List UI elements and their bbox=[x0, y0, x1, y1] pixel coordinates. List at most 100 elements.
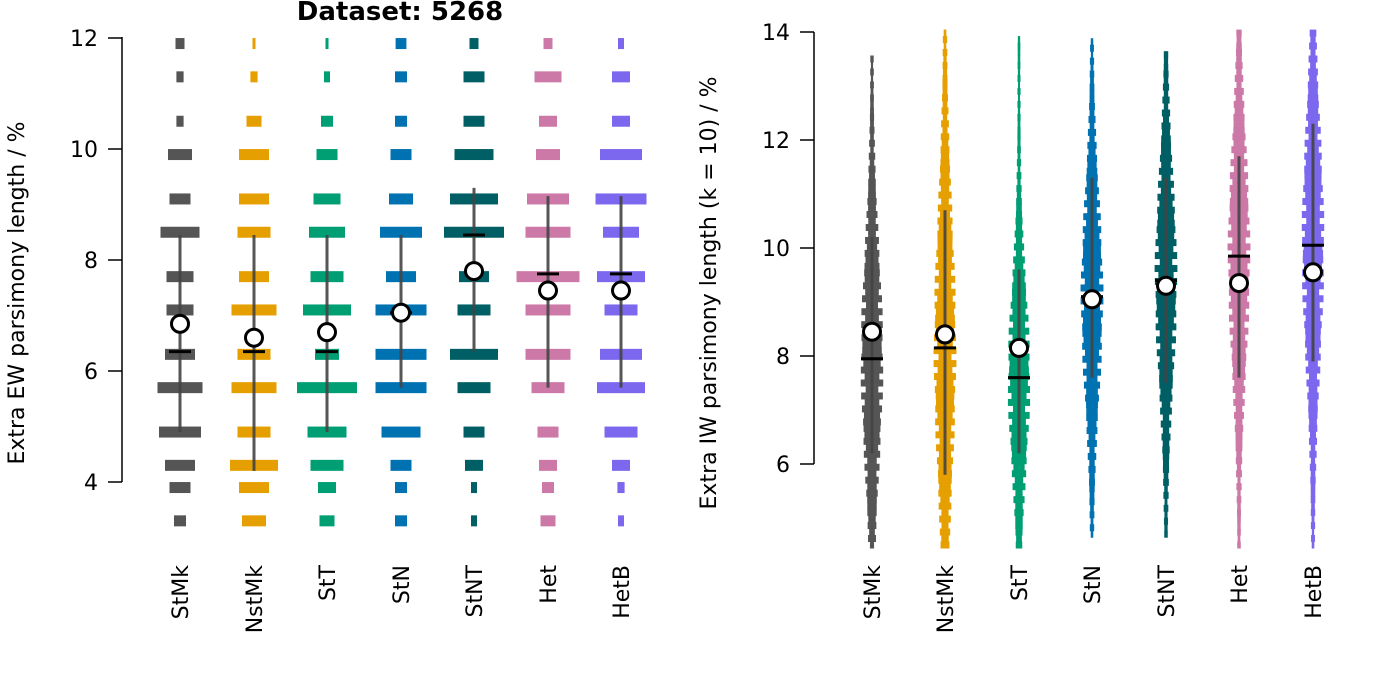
right-mean-point bbox=[1156, 275, 1176, 296]
right-y-tick-label: 6 bbox=[776, 453, 790, 478]
left-density-bar bbox=[175, 38, 185, 50]
chart-title: Dataset: 5268 bbox=[297, 0, 503, 27]
left-density-bar bbox=[174, 515, 186, 527]
left-x-tick-label: NstMk bbox=[243, 565, 268, 634]
left-density-bar bbox=[168, 149, 192, 161]
left-density-bar bbox=[600, 149, 642, 161]
left-density-bar bbox=[471, 482, 477, 494]
left-density-bar bbox=[539, 459, 557, 471]
right-y-tick-label: 12 bbox=[762, 129, 790, 154]
left-density-bar bbox=[237, 226, 271, 238]
left-density-bar bbox=[239, 149, 269, 161]
left-x-tick-label: StN bbox=[390, 565, 415, 604]
right-y-tick-label: 8 bbox=[776, 345, 790, 370]
right-density-bar bbox=[1017, 36, 1021, 44]
left-density-bar bbox=[534, 71, 562, 83]
left-x-tick-label: Het bbox=[537, 565, 562, 604]
left-x-tick-label: StMk bbox=[169, 565, 194, 620]
left-density-bar bbox=[536, 149, 560, 161]
left-density-bar bbox=[471, 515, 477, 527]
left-y-tick-label: 6 bbox=[84, 360, 98, 385]
right-x-tick-label: NstMk bbox=[934, 565, 959, 634]
left-density-bar bbox=[325, 38, 329, 50]
right-x-tick-label: HetB bbox=[1302, 565, 1327, 619]
right-x-tick-label: Het bbox=[1228, 565, 1253, 604]
left-density-bar bbox=[618, 38, 624, 50]
left-density-bar bbox=[618, 515, 624, 527]
left-density-bar bbox=[612, 459, 630, 471]
left-density-bar bbox=[239, 482, 269, 494]
right-mean-point bbox=[1009, 337, 1029, 358]
right-mean-point bbox=[1303, 262, 1323, 283]
left-density-bar bbox=[316, 149, 338, 161]
left-density-bar bbox=[542, 482, 554, 494]
left-density-bar bbox=[390, 459, 412, 471]
right-x-tick-label: StNT bbox=[1155, 564, 1180, 617]
left-mean-point bbox=[170, 313, 190, 334]
left-density-bar bbox=[395, 38, 407, 50]
left-density-bar bbox=[250, 71, 258, 83]
left-density-bar bbox=[612, 115, 630, 127]
right-y-axis-label: Extra IW parsimony length (k = 10) / % bbox=[697, 77, 722, 510]
right-mean-point bbox=[1229, 273, 1249, 294]
left-density-bar bbox=[324, 71, 330, 83]
left-density-bar bbox=[395, 71, 407, 83]
left-density-bar bbox=[463, 115, 485, 127]
right-density-bar bbox=[1090, 38, 1094, 46]
left-density-bar bbox=[395, 115, 407, 127]
left-density-bar bbox=[539, 115, 557, 127]
left-density-bar bbox=[463, 426, 485, 438]
left-density-bar bbox=[543, 38, 553, 50]
left-mean-point bbox=[538, 280, 558, 301]
left-density-bar bbox=[176, 71, 184, 83]
left-y-tick-label: 8 bbox=[84, 249, 98, 274]
left-y-tick-label: 10 bbox=[70, 138, 98, 163]
left-density-bar bbox=[309, 226, 345, 238]
left-density-bar bbox=[537, 426, 559, 438]
left-y-axis-label: Extra EW parsimony length / % bbox=[5, 121, 30, 464]
right-mean-point bbox=[1082, 289, 1102, 310]
left-density-bar bbox=[252, 38, 256, 50]
left-density-bar bbox=[540, 515, 556, 527]
left-mean-point bbox=[317, 322, 337, 343]
left-density-bar bbox=[454, 149, 494, 161]
left-x-tick-label: StNT bbox=[463, 564, 488, 617]
left-density-bar bbox=[310, 459, 344, 471]
left-density-bar bbox=[457, 382, 491, 394]
left-mean-point bbox=[391, 302, 411, 323]
left-density-bar bbox=[239, 193, 269, 205]
left-density-bar bbox=[242, 515, 266, 527]
right-y-tick-label: 14 bbox=[762, 21, 790, 46]
left-density-bar bbox=[450, 348, 498, 360]
left-y-tick-label: 12 bbox=[70, 27, 98, 52]
left-density-bar bbox=[169, 193, 191, 205]
left-density-bar bbox=[313, 193, 341, 205]
left-x-tick-label: HetB bbox=[610, 565, 635, 619]
left-density-bar bbox=[321, 115, 333, 127]
left-density-bar bbox=[246, 115, 262, 127]
left-density-bar bbox=[463, 71, 485, 83]
right-mean-point bbox=[935, 324, 955, 345]
left-density-bar bbox=[604, 426, 638, 438]
right-x-tick-label: StN bbox=[1081, 565, 1106, 604]
left-x-tick-label: StT bbox=[316, 564, 341, 601]
left-density-bar bbox=[612, 71, 630, 83]
right-x-tick-label: StMk bbox=[861, 565, 886, 620]
left-mean-point bbox=[244, 327, 264, 348]
left-density-bar bbox=[389, 193, 413, 205]
left-density-bar bbox=[617, 482, 625, 494]
left-density-bar bbox=[469, 38, 479, 50]
left-density-bar bbox=[165, 459, 195, 471]
right-x-tick-label: StT bbox=[1008, 564, 1033, 601]
left-mean-point bbox=[464, 261, 484, 282]
left-mean-point bbox=[611, 280, 631, 301]
left-density-bar bbox=[176, 115, 184, 127]
left-density-bar bbox=[380, 226, 422, 238]
left-density-bar bbox=[395, 482, 407, 494]
left-density-bar bbox=[381, 426, 421, 438]
left-density-bar bbox=[318, 482, 336, 494]
right-mean-point bbox=[862, 321, 882, 342]
